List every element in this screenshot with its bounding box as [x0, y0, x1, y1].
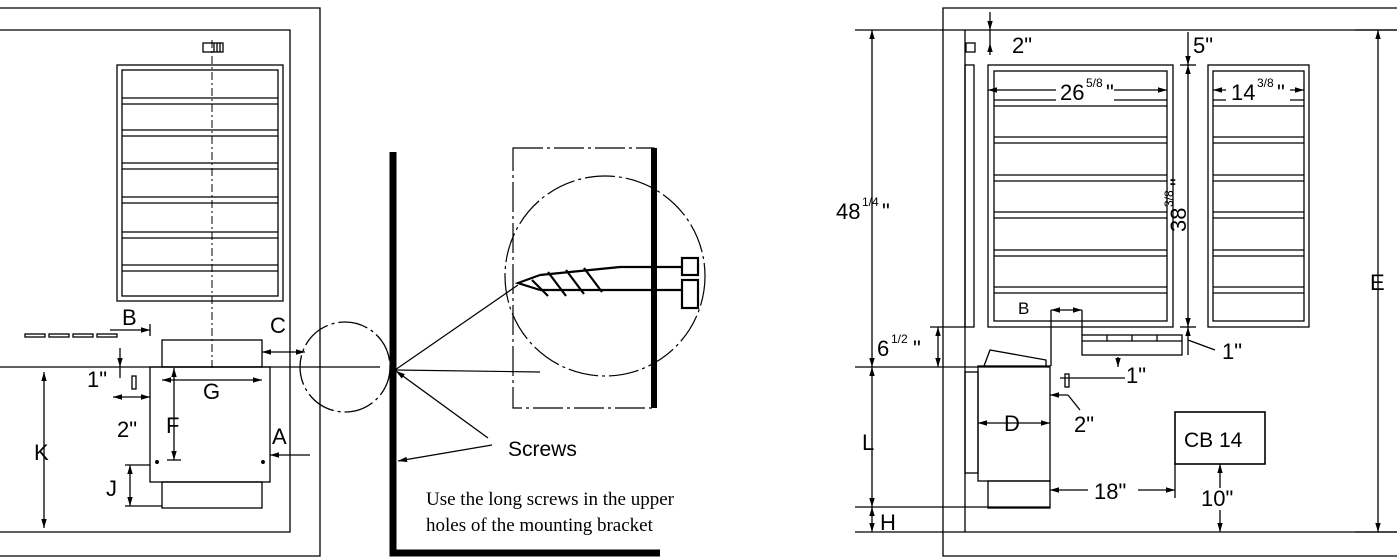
dim-width-main-frac: 5/8 — [1086, 76, 1103, 90]
wall-bracket-section — [389, 152, 660, 557]
dim-gap-6: 6 — [877, 336, 889, 361]
left-bench-outer — [116, 64, 284, 302]
main-bench-outer — [987, 64, 1174, 328]
note-line-1: Use the long screws in the upper — [426, 489, 675, 510]
label-b-right: B — [1018, 299, 1029, 318]
left-room-outline — [0, 7, 321, 557]
left-labels: B C 1" G 2" F A K J — [34, 305, 287, 501]
left-room-inner-wall — [0, 29, 291, 533]
right-wall-strip — [964, 64, 975, 328]
dim-gap-6-frac: 1/2 — [891, 332, 908, 346]
dim-gap-2-right: 2" — [1074, 412, 1094, 437]
dim-width-main-unit: " — [1106, 80, 1114, 105]
label-b: B — [122, 305, 137, 330]
main-bench-slats — [994, 99, 1167, 294]
side-bench-outer — [1207, 64, 1310, 328]
note-line-2: holes of the mounting bracket — [426, 515, 654, 536]
label-a: A — [272, 424, 287, 449]
label-g: G — [203, 379, 220, 404]
dim-gap-6-unit: " — [913, 336, 921, 361]
dim-height-main-unit: " — [1166, 178, 1191, 186]
dim-dist-18: 18" — [1094, 479, 1126, 504]
cb14-label: CB 14 — [1184, 429, 1243, 452]
dim-height-main: 38 — [1166, 208, 1191, 232]
label-h: H — [880, 510, 896, 535]
left-bench-slats — [122, 97, 278, 272]
label-e: E — [1370, 270, 1385, 295]
left-room-view — [0, 7, 391, 557]
dim-dist-10: 10" — [1201, 486, 1233, 511]
screws-label: Screws — [508, 438, 577, 461]
right-bracket-slot — [1064, 373, 1070, 388]
right-labels: 2" 5" 26 5/8 " 14 3/8 " 38 3/8 " 48 1/4 … — [836, 33, 1385, 535]
screw-icon — [514, 256, 700, 310]
dim-height-total-frac: 1/4 — [862, 195, 879, 209]
dim-width-main: 26 — [1060, 80, 1084, 105]
right-sensor-icon — [965, 42, 976, 53]
label-k: K — [34, 440, 49, 465]
right-room-view — [855, 7, 1397, 557]
main-bench-inner — [993, 70, 1168, 322]
heater-top-cap — [983, 349, 1047, 367]
side-bench-inner — [1212, 70, 1305, 322]
detail-magnified-circle — [504, 175, 706, 377]
dim-height-total-unit: " — [882, 199, 890, 224]
dim-height-total: 48 — [836, 199, 860, 224]
dim-width-side: 14 — [1231, 80, 1255, 105]
label-d: D — [1004, 411, 1020, 436]
dim-left-1-inch: 1" — [87, 367, 107, 392]
label-c: C — [270, 313, 286, 338]
dim-gap-1-upper: 1" — [1222, 339, 1242, 364]
dim-height-main-frac: 3/8 — [1162, 190, 1176, 207]
left-bench-inner — [121, 69, 279, 297]
dim-width-side-unit: " — [1277, 80, 1285, 105]
left-vent-slots — [24, 333, 118, 338]
heater-side-base — [987, 480, 1051, 509]
left-heater-base — [161, 481, 263, 509]
right-room-outline — [964, 29, 1397, 533]
right-room-outer — [942, 7, 1397, 557]
dim-right-5-inch: 5" — [1193, 33, 1213, 58]
dim-left-2-inch: 2" — [117, 417, 137, 442]
mounting-detail — [389, 147, 706, 557]
heater-side-front — [964, 371, 979, 474]
dim-right-2-inch-top: 2" — [1012, 33, 1032, 58]
label-l: L — [862, 430, 874, 455]
callout-text: Screws Use the long screws in the upper … — [426, 438, 675, 536]
right-vent-slots — [1081, 334, 1183, 356]
side-bench-slats — [1213, 99, 1304, 294]
dim-width-side-frac: 3/8 — [1257, 76, 1274, 90]
label-f: F — [166, 413, 179, 438]
left-bracket-slot — [131, 375, 137, 390]
label-j: J — [106, 476, 117, 501]
dim-gap-1-lower: 1" — [1126, 363, 1146, 388]
sensor-icon — [202, 42, 224, 53]
